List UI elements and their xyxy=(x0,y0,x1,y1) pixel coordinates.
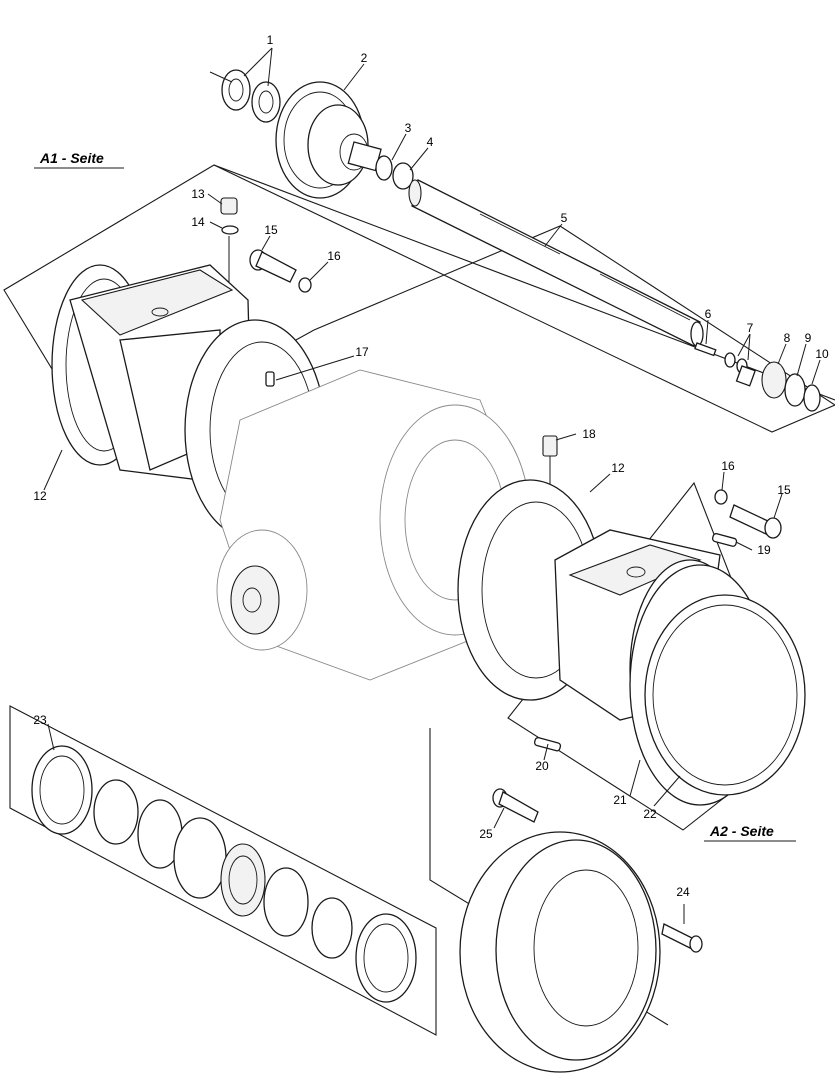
callout-6: 6 xyxy=(705,307,712,321)
callout-18: 18 xyxy=(582,427,596,441)
lower-left-frame xyxy=(9,705,437,1036)
callout-7: 7 xyxy=(747,321,754,335)
callout-15: 15 xyxy=(264,223,278,237)
left-axle-housing xyxy=(51,264,251,481)
bolt-15-a1 xyxy=(249,249,297,283)
breather-18 xyxy=(542,435,558,457)
label-a2-seite: A2 - Seite xyxy=(709,823,774,839)
plug-13 xyxy=(220,197,238,215)
callout-19: 19 xyxy=(757,543,771,557)
bolt-25 xyxy=(492,788,539,823)
callout-10: 10 xyxy=(815,347,829,361)
circlip xyxy=(375,155,393,181)
callout-13: 13 xyxy=(191,187,205,201)
pin-19 xyxy=(711,533,738,547)
bevel-gear xyxy=(275,81,382,199)
wheel-hub xyxy=(459,831,661,1073)
a1-side-frame xyxy=(3,164,835,449)
bolt-15-a2 xyxy=(729,504,782,539)
nut-set-7 xyxy=(724,352,756,387)
callout-14: 14 xyxy=(191,215,205,229)
callouts: 1 2 3 4 5 6 7 8 9 10 13 14 15 16 17 12 1… xyxy=(33,33,829,899)
ring-22 xyxy=(644,594,806,796)
callout-1: 1 xyxy=(267,33,274,47)
drive-shaft xyxy=(408,179,704,347)
callout-21: 21 xyxy=(613,793,627,807)
leader-lines xyxy=(43,47,821,924)
callout-2: 2 xyxy=(361,51,368,65)
washer-14 xyxy=(221,225,239,235)
washer-16-a1 xyxy=(298,277,312,293)
circlip-10 xyxy=(803,384,821,412)
callout-23: 23 xyxy=(33,713,47,727)
callout-24: 24 xyxy=(676,885,690,899)
label-a1-seite: A1 - Seite xyxy=(39,150,104,166)
callout-3: 3 xyxy=(405,121,412,135)
callout-22: 22 xyxy=(643,807,657,821)
ring-22-inner xyxy=(652,604,798,786)
callout-15-right: 15 xyxy=(777,483,791,497)
callout-17: 17 xyxy=(355,345,369,359)
bolt-24 xyxy=(661,923,703,953)
callout-5: 5 xyxy=(561,211,568,225)
callout-20: 20 xyxy=(535,759,549,773)
callout-25: 25 xyxy=(479,827,493,841)
callout-9: 9 xyxy=(805,331,812,345)
callout-12-left: 12 xyxy=(33,489,47,503)
ring-9 xyxy=(784,373,806,407)
washer-16-a2 xyxy=(714,489,728,505)
bearing-set xyxy=(209,69,281,123)
callout-8: 8 xyxy=(784,331,791,345)
pin-6 xyxy=(694,342,717,357)
callout-12-right: 12 xyxy=(611,461,625,475)
bearing-stack-23 xyxy=(31,745,417,1003)
callout-16: 16 xyxy=(327,249,341,263)
callout-4: 4 xyxy=(427,135,434,149)
thrust-ring xyxy=(392,162,414,190)
nut-8 xyxy=(761,361,787,399)
pin-17 xyxy=(265,371,275,387)
callout-16-right: 16 xyxy=(721,459,735,473)
